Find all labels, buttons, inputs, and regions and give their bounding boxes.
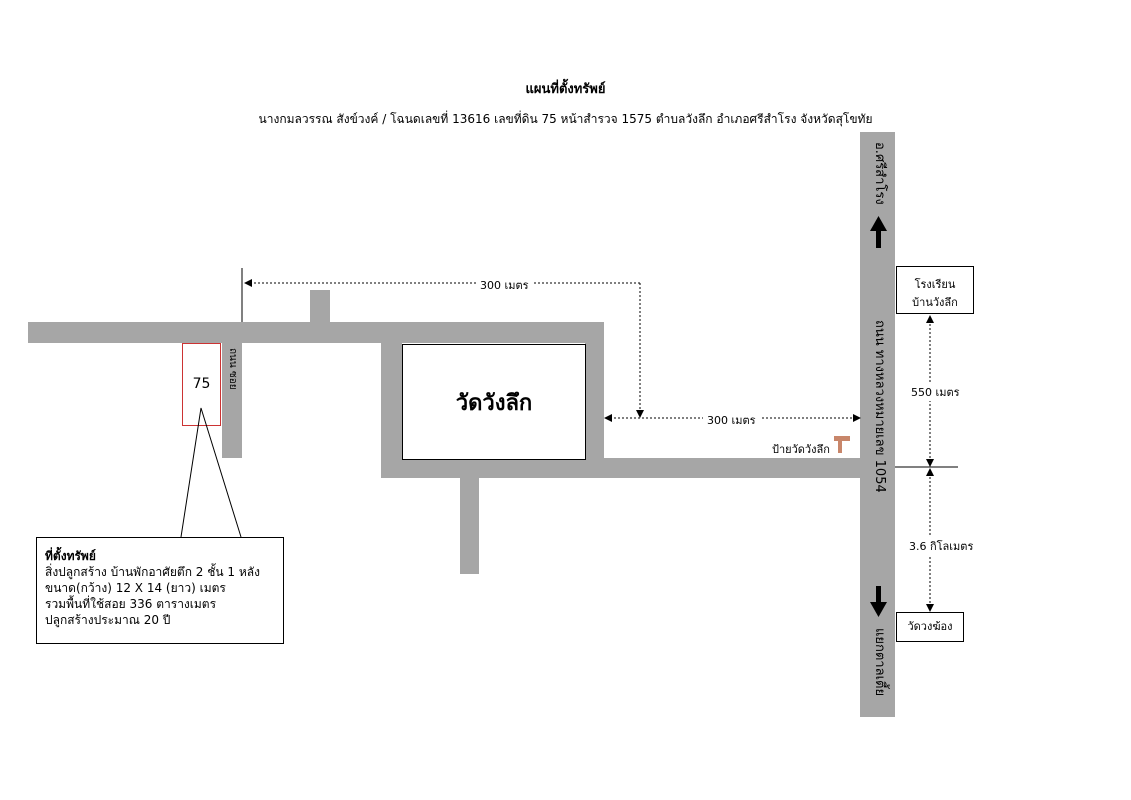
sign-icon (834, 436, 850, 441)
temple-road-bottom (381, 458, 861, 478)
south-destination: แยกตาลเตี้ย (872, 628, 887, 697)
info-line-age: ปลูกสร้างประมาณ 20 ปี (45, 613, 171, 627)
top-dimension-drop-arrow (636, 410, 644, 418)
north-arrow-icon (870, 216, 887, 231)
south-arrow-icon (870, 602, 887, 617)
south-dimension-arrow-up (926, 468, 934, 476)
sign-label: ป้ายวัดวังลึก (772, 443, 830, 456)
plot-number: 75 (192, 376, 211, 392)
top-dimension-arrow (244, 279, 252, 287)
distance-top: 300 เมตร (476, 276, 533, 294)
map-subtitle: นางกมลวรรณ สังข์วงค์ / โฉนดเลขที่ 13616 … (258, 112, 873, 126)
temple-box: วัดวังลึก (402, 344, 586, 460)
temple-name: วัดวังลึก (455, 390, 533, 416)
south-dimension-arrow-down (926, 604, 934, 612)
north-arrow-shaft (876, 229, 881, 248)
main-road-horizontal (28, 322, 604, 343)
south-arrow-shaft (876, 586, 881, 603)
school-name-line1: โรงเรียน (914, 278, 956, 291)
info-heading: ที่ตั้งทรัพย์ (45, 549, 96, 563)
info-line-building: สิ่งปลูกสร้าง บ้านพักอาศัยตึก 2 ชั้น 1 ห… (45, 565, 260, 579)
distance-school: 550 เมตร (907, 383, 964, 401)
property-plot: 75 (182, 343, 221, 426)
soi-road-label: ถนน ซอย (227, 348, 238, 390)
school-dimension-arrow-down (926, 459, 934, 467)
distance-south-temple: 3.6 กิโลเมตร (905, 537, 978, 555)
road-stub-south (460, 478, 479, 574)
north-destination: อ.ศรีสำโรง (872, 142, 887, 205)
highway-label: ถนน ทางหลวงหมายเลข 1054 (872, 320, 887, 493)
school-dimension-arrow-up (926, 315, 934, 323)
property-info-box: ที่ตั้งทรัพย์ สิ่งปลูกสร้าง บ้านพักอาศัย… (36, 537, 284, 644)
mid-dimension-arrow-right (853, 414, 861, 422)
mid-dimension-arrow-left (604, 414, 612, 422)
road-stub-north (310, 290, 330, 323)
callout-pointer (180, 407, 242, 538)
temple-loop-left (381, 322, 402, 478)
south-temple-name: วัดวงฆ้อง (907, 620, 953, 633)
info-line-size: ขนาด(กว้าง) 12 X 14 (ยาว) เมตร (45, 581, 226, 595)
temple-loop-right (585, 322, 604, 462)
info-line-area: รวมพื้นที่ใช้สอย 336 ตารางเมตร (45, 597, 217, 611)
school-name-line2: บ้านวังลึก (912, 296, 958, 309)
map-title: แผนที่ตั้งทรัพย์ (525, 82, 606, 97)
soi-road (222, 343, 242, 458)
school-landmark: โรงเรียน บ้านวังลึก (896, 266, 974, 314)
south-temple-landmark: วัดวงฆ้อง (896, 612, 964, 642)
distance-mid: 300 เมตร (703, 411, 760, 429)
